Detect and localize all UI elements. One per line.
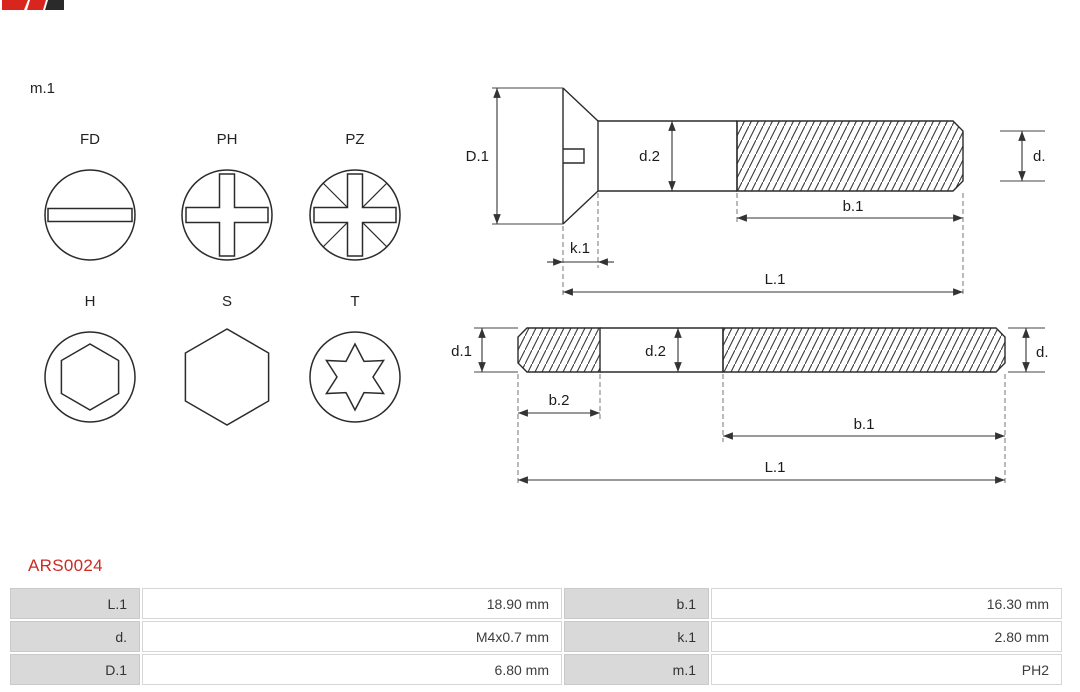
drive-type-fd-label: FD [80, 131, 100, 148]
hex-head-icon [184, 328, 270, 426]
as-pl-logo-icon [2, 0, 64, 10]
spec-label-d: d. [10, 621, 140, 652]
module-label: m.1 [30, 80, 56, 97]
drive-type-pz-label: PZ [345, 131, 365, 148]
drive-type-h-label: H [84, 293, 96, 310]
pozidriv-drive-icon [309, 169, 401, 261]
dim-label-b2: b.2 [549, 392, 570, 409]
spec-label-D1: D.1 [10, 654, 140, 685]
drive-type-t: T [300, 292, 410, 437]
dim-label-b1-top: b.1 [843, 198, 864, 215]
countersunk-screw-drawing: D.1 d.2 d. b.1 k.1 L.1 [466, 87, 1046, 297]
spec-table: L.1 18.90 mm b.1 16.30 mm d. M4x0.7 mm k… [10, 588, 1062, 685]
drive-type-ph: PH [172, 130, 282, 275]
drive-type-h: H [35, 292, 145, 437]
drive-type-ph-label: PH [216, 131, 238, 148]
product-code: ARS0024 [28, 556, 103, 575]
spec-value-D1: 6.80 mm [142, 654, 562, 685]
drive-type-s-label: S [221, 293, 232, 310]
dim-label-L1-bottom: L.1 [765, 459, 786, 476]
spec-value-L1: 18.90 mm [142, 588, 562, 619]
phillips-drive-icon [181, 169, 273, 261]
hex-socket-icon [44, 331, 136, 423]
torx-drive-icon [309, 331, 401, 423]
spec-label-L1: L.1 [10, 588, 140, 619]
dim-label-d2-bottom: d.2 [645, 343, 666, 360]
spec-value-b1: 16.30 mm [711, 588, 1062, 619]
dim-label-b1-bottom: b.1 [854, 416, 875, 433]
spec-label-b1: b.1 [564, 588, 709, 619]
dim-label-d1-bottom: d.1 [451, 343, 472, 360]
drive-type-pz: PZ [300, 130, 410, 275]
dim-label-D1: D.1 [466, 148, 489, 165]
drive-type-t-label: T [350, 293, 360, 310]
spec-label-k1: k.1 [564, 621, 709, 652]
flat-drive-icon [44, 169, 136, 261]
dim-label-k1: k.1 [570, 240, 590, 257]
spec-value-k1: 2.80 mm [711, 621, 1062, 652]
drive-type-fd: FD [35, 130, 145, 275]
stud-screw-drawing: d.1 d.2 d. b.2 b.1 L.1 [451, 327, 1049, 486]
spec-value-d: M4x0.7 mm [142, 621, 562, 652]
spec-label-m1: m.1 [564, 654, 709, 685]
drive-type-s: S [172, 292, 282, 437]
spec-value-m1: PH2 [711, 654, 1062, 685]
dim-label-d2-top: d.2 [639, 148, 660, 165]
dim-label-d-top: d. [1033, 148, 1046, 165]
dim-label-L1-top: L.1 [765, 271, 786, 288]
dim-label-d-bottom: d. [1036, 344, 1049, 361]
